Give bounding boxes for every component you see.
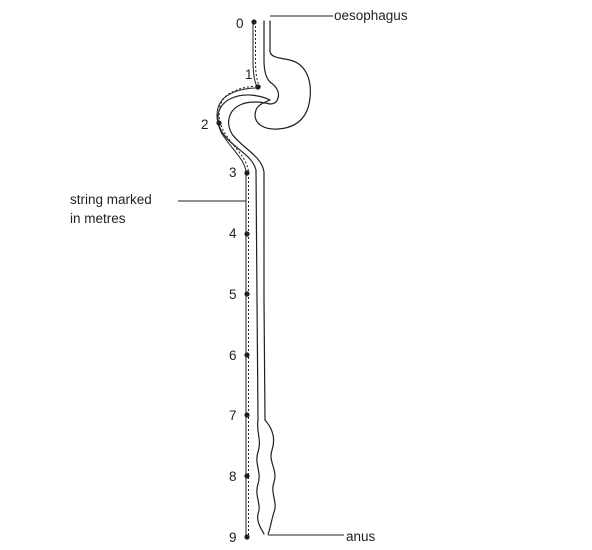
string-label-line1: string marked (70, 192, 152, 207)
marker-dot (244, 534, 250, 540)
marker-label: 8 (229, 469, 237, 484)
marker-4: 4 (229, 226, 250, 241)
marker-0: 0 (236, 16, 257, 31)
oesophagus-label: oesophagus (334, 8, 408, 23)
marker-label: 5 (229, 287, 237, 302)
marker-label: 2 (201, 117, 209, 132)
marker-label: 4 (229, 226, 237, 241)
anus-label: anus (346, 529, 376, 544)
marker-2: 2 (201, 117, 222, 132)
marker-label: 3 (229, 165, 237, 180)
marker-dot (244, 291, 250, 297)
marker-dot (255, 84, 261, 90)
marker-label: 9 (229, 530, 237, 545)
marker-6: 6 (229, 348, 250, 363)
string-label-line2: in metres (70, 211, 126, 226)
marker-3: 3 (229, 165, 250, 180)
intestine-inner-wall (228, 101, 271, 421)
string-strand-a (216, 22, 259, 537)
gut-outline (217, 20, 311, 535)
rectum-left-wall (256, 419, 265, 535)
stomach-inner-wall (269, 81, 280, 105)
marker-dot (244, 231, 250, 237)
marker-dot (244, 170, 250, 176)
string-strand-b (218, 22, 262, 537)
marker-label: 1 (245, 67, 253, 82)
marker-7: 7 (229, 408, 250, 423)
marker-dot (216, 120, 222, 126)
marker-dot (244, 473, 250, 479)
marker-5: 5 (229, 287, 250, 302)
marker-dot (244, 412, 250, 418)
marker-dot (251, 19, 257, 25)
rectum-right-wall (264, 419, 276, 535)
marker-label: 6 (229, 348, 237, 363)
marker-1: 1 (245, 67, 261, 90)
measuring-string (216, 22, 262, 537)
marker-dot (244, 352, 250, 358)
stomach-outer-wall (254, 20, 311, 130)
marker-9: 9 (229, 530, 250, 545)
marker-label: 0 (236, 16, 244, 31)
marker-label: 7 (229, 408, 237, 423)
marker-8: 8 (229, 469, 250, 484)
oesophagus-left-wall (263, 20, 271, 83)
intestine-outer-wall (217, 94, 271, 421)
